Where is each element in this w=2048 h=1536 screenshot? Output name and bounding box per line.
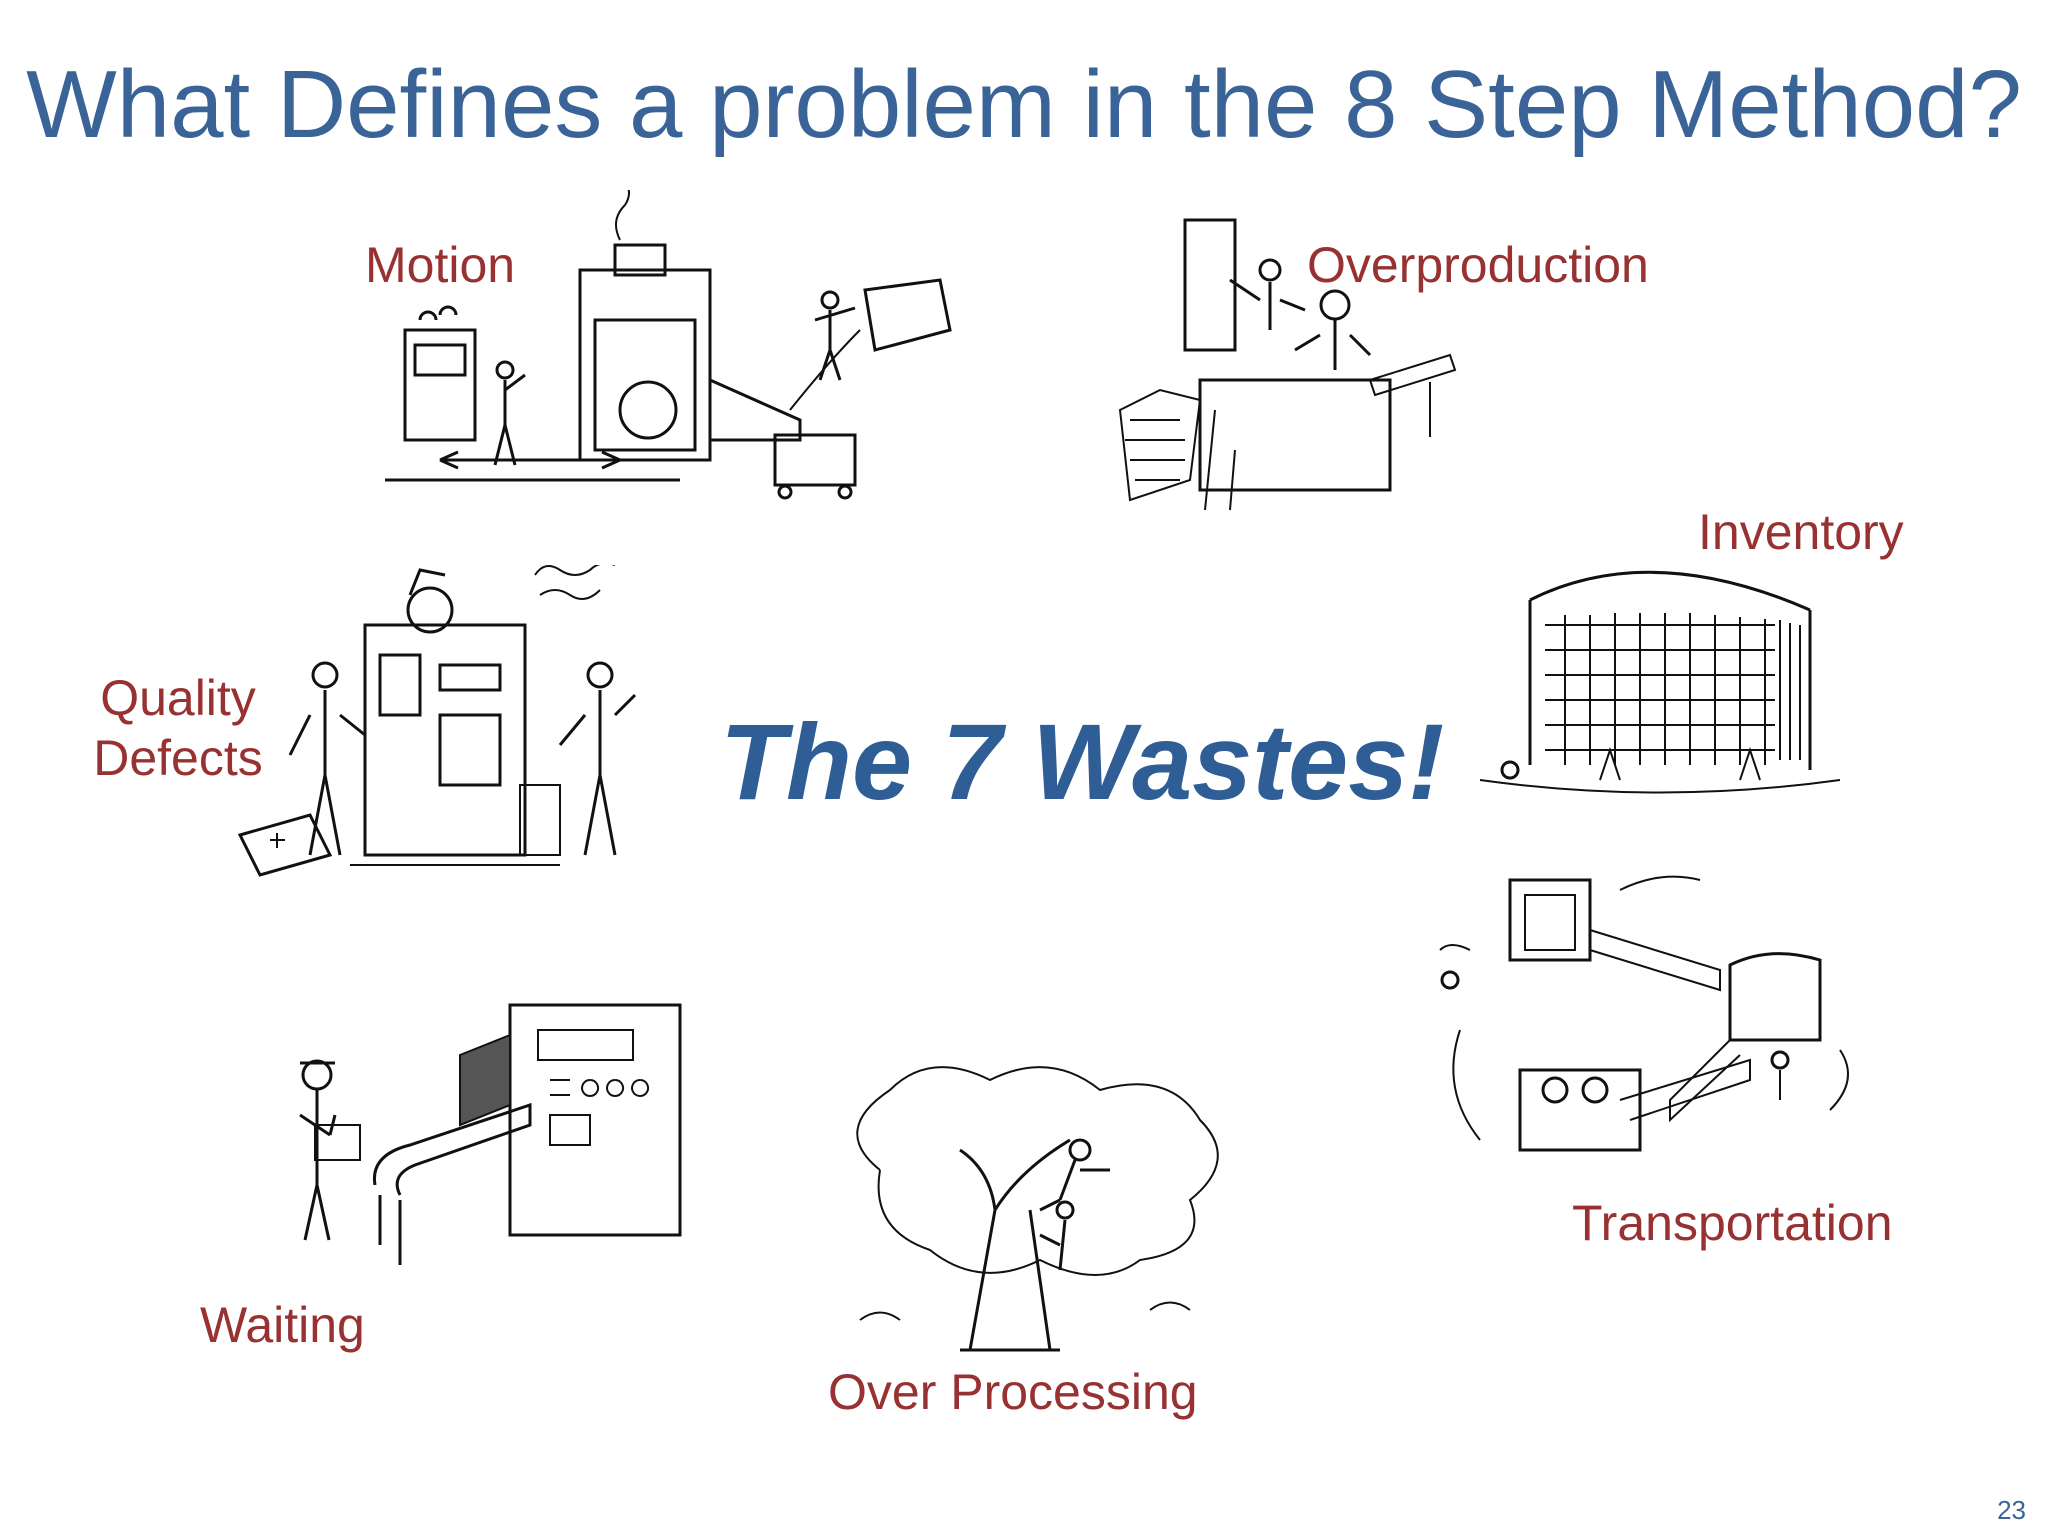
label-quality: Quality <box>100 670 256 726</box>
label-motion: Motion <box>365 237 516 293</box>
label-quality-defects: Quality Defects <box>88 668 268 788</box>
over-processing-illustration <box>820 1060 1260 1360</box>
page-number: 23 <box>1997 1495 2026 1525</box>
label-defects: Defects <box>93 730 263 786</box>
label-waiting: Waiting <box>200 1297 365 1353</box>
label-transportation: Transportation <box>1572 1195 1893 1251</box>
inventory-illustration <box>1470 555 1850 795</box>
motion-illustration <box>380 190 960 510</box>
waiting-illustration <box>270 985 690 1275</box>
label-inventory: Inventory <box>1698 504 1904 560</box>
label-over-processing: Over Processing <box>828 1364 1198 1420</box>
slide-title: What Defines a problem in the 8 Step Met… <box>26 51 2022 158</box>
overproduction-illustration <box>1110 210 1470 520</box>
quality-defects-illustration <box>230 565 650 885</box>
transportation-illustration <box>1420 850 1880 1180</box>
center-heading: The 7 Wastes! <box>720 701 1445 822</box>
label-overproduction: Overproduction <box>1307 237 1649 293</box>
